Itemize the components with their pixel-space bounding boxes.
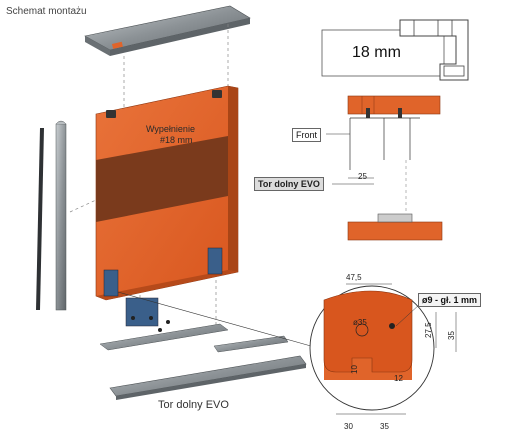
bottom-track-label: Tor dolny EVO <box>158 399 229 411</box>
panel-fill-label: Wypełnienie <box>146 124 195 134</box>
detail-callout-line <box>117 291 319 349</box>
track-label-box: Tor dolny EVO <box>254 177 324 191</box>
dim-width: 47,5 <box>346 273 362 282</box>
dim-height-27-5: 27,5 <box>424 322 433 338</box>
dim-30: 30 <box>344 422 353 431</box>
top-rail <box>84 5 251 56</box>
side-profiles <box>36 120 67 311</box>
hole-spec-label: ø9 - gł. 1 mm <box>418 293 482 307</box>
dim-10: 10 <box>350 365 359 374</box>
dim-12: 12 <box>394 374 403 383</box>
detail-circle <box>309 283 457 415</box>
dim-hole-diameter: ø35 <box>353 318 367 327</box>
side-view <box>326 95 443 241</box>
door-panel <box>95 85 239 301</box>
profile-thickness-label: 18 mm <box>352 44 401 61</box>
dim-height-35: 35 <box>447 331 456 340</box>
front-label: Front <box>292 128 322 142</box>
diagram-title: Schemat montażu <box>6 6 87 17</box>
profile-section <box>321 19 469 81</box>
dim-35-bottom: 35 <box>380 422 389 431</box>
gap-dimension: 25 <box>358 172 367 181</box>
bottom-fittings <box>125 297 170 332</box>
bottom-tracks <box>99 323 307 400</box>
panel-thickness-label: #18 mm <box>160 135 193 145</box>
